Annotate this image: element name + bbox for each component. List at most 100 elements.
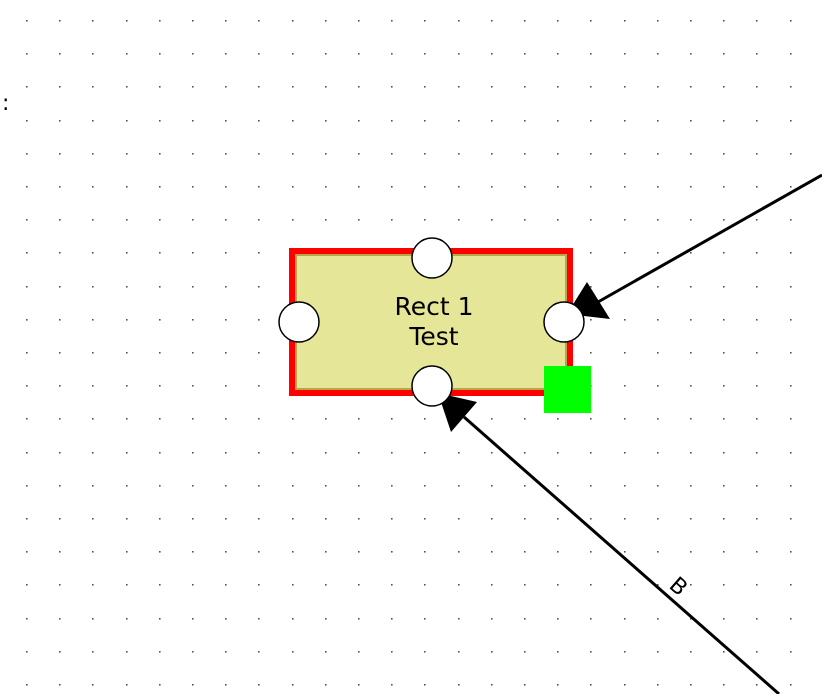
grid-dot [723, 418, 725, 420]
grid-dot [292, 485, 294, 487]
grid-dot [358, 651, 360, 653]
grid-dot [790, 319, 792, 321]
grid-dot [624, 684, 626, 686]
grid-dot [590, 286, 592, 288]
grid-dot [126, 153, 128, 155]
grid-dot [258, 485, 260, 487]
grid-dot [624, 153, 626, 155]
grid-dot [723, 584, 725, 586]
grid-dot [159, 153, 161, 155]
grid-dot [557, 53, 559, 55]
grid-dot [391, 551, 393, 553]
grid-dot [26, 319, 28, 321]
port-left[interactable] [278, 301, 320, 343]
grid-dot [258, 684, 260, 686]
grid-dot [92, 518, 94, 520]
grid-dot [59, 618, 61, 620]
grid-dot [624, 219, 626, 221]
grid-dot [391, 651, 393, 653]
grid-dot [325, 518, 327, 520]
grid-dot [524, 53, 526, 55]
grid-dot [391, 20, 393, 22]
edge-upper-right[interactable] [567, 173, 822, 319]
grid-dot [225, 153, 227, 155]
grid-dot [192, 651, 194, 653]
edge-lower-right-line[interactable] [463, 415, 780, 694]
grid-dot [790, 651, 792, 653]
grid-dot [358, 120, 360, 122]
grid-dot [690, 352, 692, 354]
grid-dot [756, 319, 758, 321]
resize-handle[interactable] [544, 366, 591, 413]
grid-dot [292, 153, 294, 155]
grid-dot [590, 352, 592, 354]
grid-dot [92, 452, 94, 454]
port-top[interactable] [411, 237, 453, 279]
grid-dot [424, 551, 426, 553]
grid-dot [92, 20, 94, 22]
grid-dot [159, 53, 161, 55]
grid-dot [192, 153, 194, 155]
grid-dot [424, 86, 426, 88]
grid-dot [358, 86, 360, 88]
grid-dot [126, 20, 128, 22]
grid-dot [126, 618, 128, 620]
grid-dot [92, 319, 94, 321]
grid-dot [424, 219, 426, 221]
grid-dot [624, 53, 626, 55]
grid-dot [59, 252, 61, 254]
grid-dot [590, 319, 592, 321]
grid-dot [723, 618, 725, 620]
grid-dot [59, 551, 61, 553]
grid-dot [723, 452, 725, 454]
grid-dot [59, 385, 61, 387]
grid-dot [59, 53, 61, 55]
grid-dot [258, 452, 260, 454]
grid-dot [26, 186, 28, 188]
edge-upper-right-line[interactable] [597, 173, 822, 304]
grid-dot [690, 618, 692, 620]
grid-dot [192, 319, 194, 321]
grid-dot [524, 153, 526, 155]
grid-dot [557, 684, 559, 686]
grid-dot [92, 418, 94, 420]
grid-dot [458, 153, 460, 155]
grid-dot [325, 684, 327, 686]
grid-dot [690, 53, 692, 55]
grid-dot [657, 452, 659, 454]
grid-dot [624, 584, 626, 586]
grid-dot [524, 120, 526, 122]
node-rect-1[interactable]: Rect 1 Test [278, 237, 591, 413]
grid-dot [524, 651, 526, 653]
grid-dot [491, 153, 493, 155]
grid-dot [325, 53, 327, 55]
grid-dot [557, 86, 559, 88]
port-bottom[interactable] [411, 365, 453, 407]
grid-dot [790, 584, 792, 586]
grid-dot [424, 684, 426, 686]
node-label-line2: Test [408, 322, 458, 351]
grid-dot [790, 418, 792, 420]
grid-dot [59, 153, 61, 155]
grid-dot [756, 684, 758, 686]
grid-dot [491, 551, 493, 553]
grid-dot [790, 385, 792, 387]
edge-lower-right[interactable]: B [438, 393, 780, 694]
port-right[interactable] [543, 301, 585, 343]
grid-dot [391, 186, 393, 188]
grid-dot [159, 485, 161, 487]
grid-dot [258, 418, 260, 420]
grid-dot [225, 651, 227, 653]
grid-dot [258, 385, 260, 387]
grid-dot [258, 584, 260, 586]
grid-dot [192, 385, 194, 387]
grid-dot [790, 219, 792, 221]
grid-dot [723, 485, 725, 487]
grid-dot [26, 418, 28, 420]
grid-dot [292, 584, 294, 586]
grid-dot [391, 219, 393, 221]
grid-dot [225, 684, 227, 686]
grid-dot [258, 651, 260, 653]
